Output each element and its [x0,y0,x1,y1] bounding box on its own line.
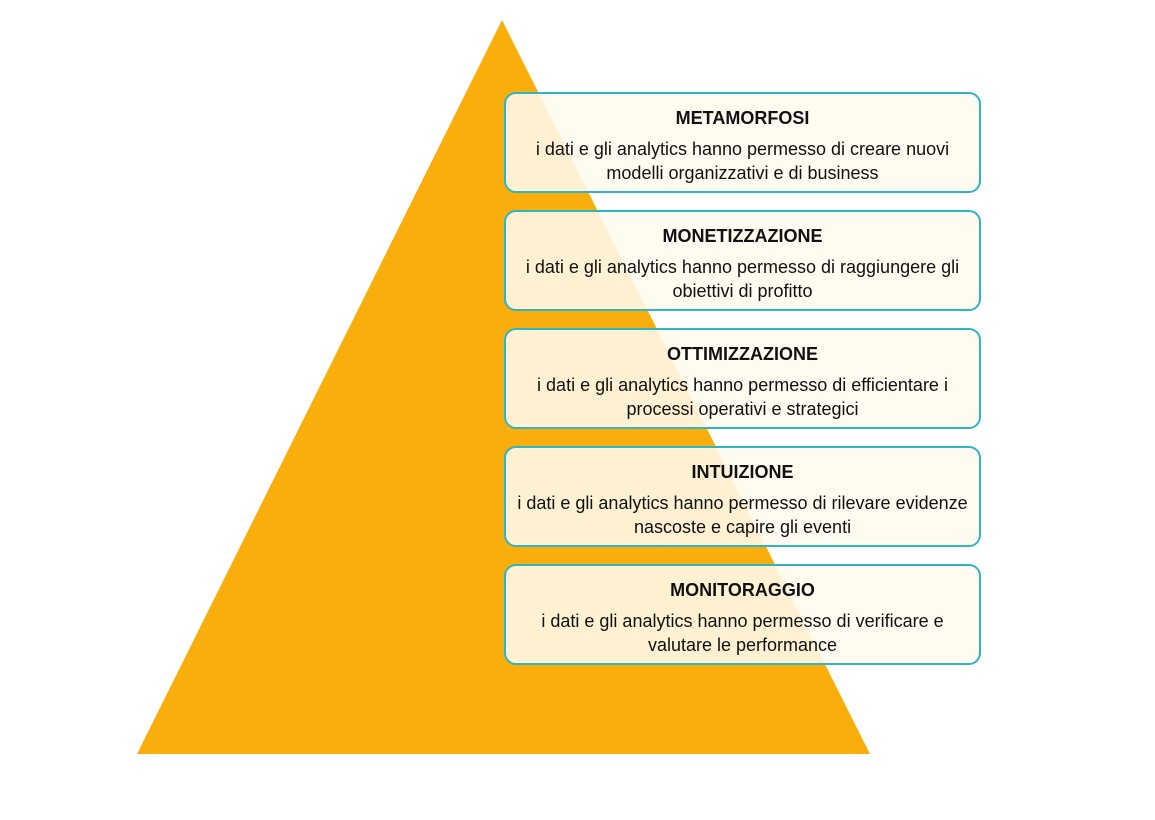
level-box-monetizzazione: MONETIZZAZIONE i dati e gli analytics ha… [504,210,981,311]
level-title: MONITORAGGIO [670,580,815,600]
level-title: INTUIZIONE [691,462,794,482]
level-description: i dati e gli analytics hanno permesso di… [535,139,950,183]
level-box-intuizione: INTUIZIONE i dati e gli analytics hanno … [504,446,981,547]
level-title: METAMORFOSI [675,108,810,128]
level-title: OTTIMIZZAZIONE [667,344,818,364]
level-box-ottimizzazione: OTTIMIZZAZIONE i dati e gli analytics ha… [504,328,981,429]
level-description: i dati e gli analytics hanno permesso di… [525,257,960,301]
level-box-metamorfosi: METAMORFOSI i dati e gli analytics hanno… [504,92,981,193]
level-description: i dati e gli analytics hanno permesso di… [517,493,968,537]
level-description: i dati e gli analytics hanno permesso di… [541,611,944,655]
level-box-monitoraggio: MONITORAGGIO i dati e gli analytics hann… [504,564,981,665]
level-title: MONETIZZAZIONE [662,226,823,246]
level-description: i dati e gli analytics hanno permesso di… [537,375,948,419]
